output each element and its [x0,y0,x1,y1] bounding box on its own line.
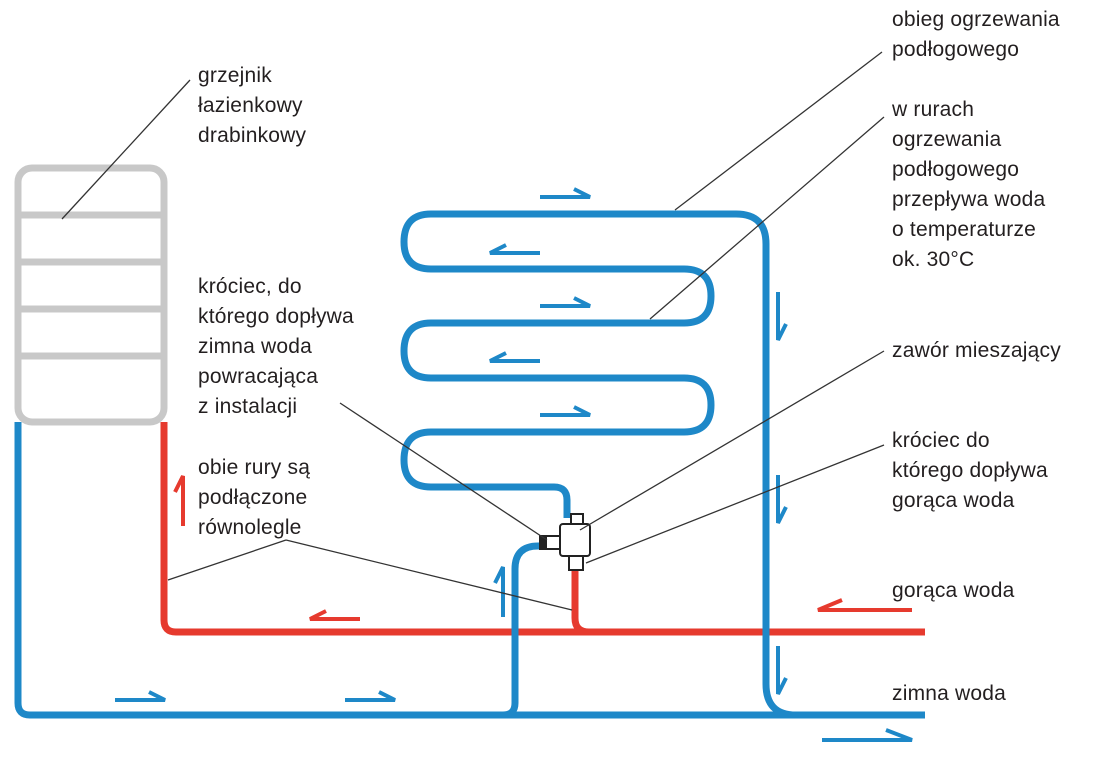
label-line: obie rury są [198,456,311,479]
label-line: króciec do [892,429,990,452]
arrow-left-icon [309,609,360,621]
arrow-right-icon [822,728,913,742]
leader-line-cold-inlet [339,402,548,541]
label-line: którego dopływa [892,459,1048,482]
leader-line-floor-circuit [674,51,883,211]
label-line: podłogowego [892,38,1020,61]
label-line: równolegle [198,516,302,539]
arrow-right-icon [345,690,396,702]
arrow-left-icon [817,598,912,612]
radiator-frame [14,164,168,426]
arrow-right-icon [540,296,591,308]
hot-inlet-label: króciec do którego dopływa gorąca woda [892,426,1048,516]
arrow-right-icon [540,405,591,417]
label-line: gorąca woda [892,579,1015,602]
parallel-pipes-label: obie rury są podłączone równolegle [198,453,310,543]
hot-water-label: gorąca woda [892,576,1014,606]
label-line: ogrzewania [892,128,1002,151]
cold-water-label: zimna woda [892,679,1006,709]
valve-top-port [570,513,584,525]
label-line: o temperaturze [892,218,1037,241]
leader-line-parallel-red [167,539,287,581]
arrow-up-icon [173,475,185,526]
arrow-right-icon [115,690,166,702]
floor-circuit-label: obieg ogrzewania podłogowego [892,5,1060,65]
label-line: grzejnik [198,64,272,87]
radiator-label: grzejnik łazienkowy drabinkowy [198,61,306,151]
label-line: zimna woda [198,335,313,358]
label-line: drabinkowy [198,124,307,147]
arrow-down-icon [776,646,788,695]
floor-temperature-label: w rurach ogrzewania podłogowego przepływ… [892,95,1045,275]
arrow-down-icon [776,292,788,341]
hot-valve-feed-pipe [571,568,590,636]
label-line: powracająca [198,365,319,388]
label-line: zawór mieszający [892,339,1061,362]
mixing-valve-label: zawór mieszający [892,336,1061,366]
leader-lines [61,51,885,611]
valve-body [559,523,591,557]
label-line: zimna woda [892,682,1007,705]
cold-inlet-label: króciec, do którego dopływa zimna woda p… [198,272,354,422]
leader-line-parallel-blue [285,539,573,611]
arrow-right-icon [540,187,591,199]
label-line: podłączone [198,486,308,509]
mixing-valve [539,513,591,571]
label-line: obieg ogrzewania [892,8,1060,31]
label-line: z instalacji [198,395,298,418]
label-line: w rurach [892,98,975,121]
label-line: króciec, do [198,275,302,298]
arrow-up-icon [493,566,505,617]
label-line: łazienkowy [198,94,303,117]
leader-line-mixing-valve [579,350,885,531]
label-line: ok. 30°C [892,248,975,271]
valve-hot-port [568,555,584,571]
label-line: gorąca woda [892,489,1015,512]
label-line: podłogowego [892,158,1020,181]
arrow-left-icon [489,243,540,255]
arrow-down-icon [776,475,788,524]
flow-arrows [115,187,913,742]
leader-line-radiator [61,79,191,220]
label-line: przepływa woda [892,188,1046,211]
leader-line-hot-inlet [585,444,885,564]
floor-heating-coil [400,210,797,719]
hot-water-pipe [160,422,925,636]
ladder-radiator [14,164,168,426]
leader-line-floor-temp [649,116,885,320]
label-line: którego dopływa [198,305,354,328]
arrow-left-icon [489,351,540,363]
cold-return-pipe [14,422,925,719]
